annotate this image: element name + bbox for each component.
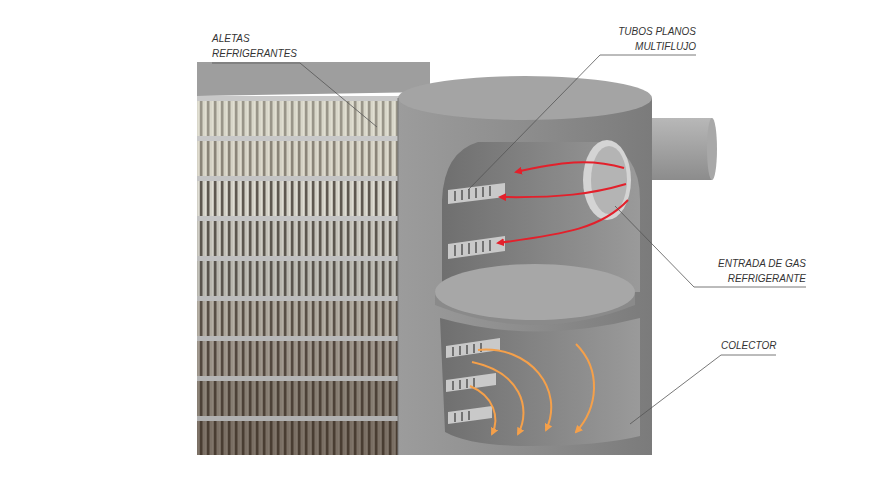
callout-label: ALETAS REFRIGERANTES	[212, 31, 312, 61]
callout-label: TUBOS PLANOS MULTIFLUJO	[596, 24, 696, 54]
callout-label: ENTRADA DE GAS REFRIGERANTE	[706, 256, 806, 286]
callout-label: COLECTOR	[721, 338, 821, 353]
